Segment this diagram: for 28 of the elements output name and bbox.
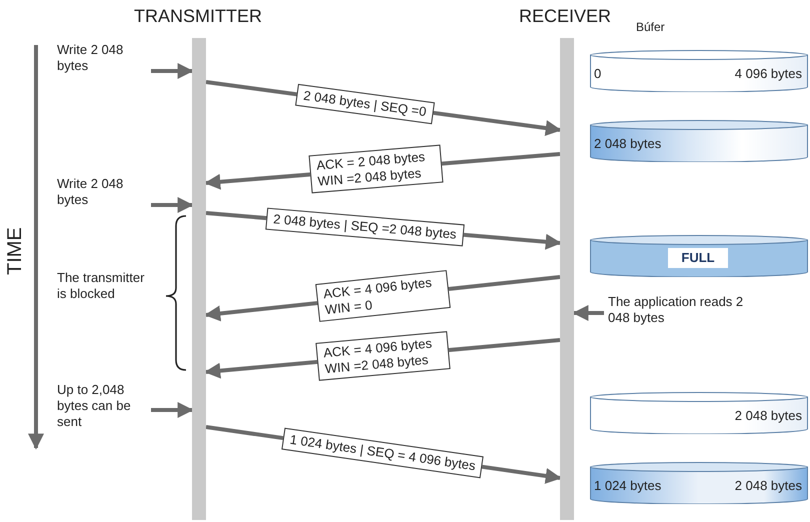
buffer-label: 2 048 bytes: [734, 478, 802, 494]
lifeline-heading: RECEIVER: [518, 6, 612, 27]
arrow: [151, 63, 194, 79]
arrow: [572, 305, 604, 321]
annotation-text: Up to 2,048 bytes can be sent: [57, 382, 147, 430]
axis-label: TIME: [4, 227, 27, 275]
buffer-heading: Búfer: [636, 20, 665, 34]
lifeline-bar: [192, 38, 206, 520]
status-badge: FULL: [668, 248, 728, 268]
buffer-label: 1 024 bytes: [594, 478, 662, 494]
edge-label: 2 048 bytes | SEQ =2 048 bytes: [266, 207, 465, 246]
arrow: [151, 197, 194, 213]
buffer-label: 2 048 bytes: [734, 408, 802, 424]
edge-label: ACK = 2 048 bytes WIN =2 048 bytes: [308, 144, 444, 194]
edge-label: ACK = 4 096 bytes WIN = 0: [315, 270, 451, 322]
annotation-text: Write 2 048 bytes: [57, 42, 147, 74]
buffer-label: 4 096 bytes: [734, 66, 802, 82]
annotation-text: The transmitter is blocked: [57, 270, 146, 302]
annotation-text: The application reads 2 048 bytes: [608, 294, 748, 326]
edge-label: 1 024 bytes | SEQ = 4 096 bytes: [282, 427, 484, 478]
edge-label: ACK = 4 096 bytes WIN =2 048 bytes: [316, 331, 450, 381]
annotation-text: Write 2 048 bytes: [57, 176, 147, 208]
lifeline-bar: [560, 38, 574, 520]
arrow: [151, 402, 194, 418]
buffer-label: 2 048 bytes: [594, 136, 662, 152]
edge-label: 2 048 bytes | SEQ =0: [296, 83, 435, 124]
buffer-label: 0: [594, 66, 602, 82]
lifeline-heading: TRANSMITTER: [133, 6, 263, 27]
